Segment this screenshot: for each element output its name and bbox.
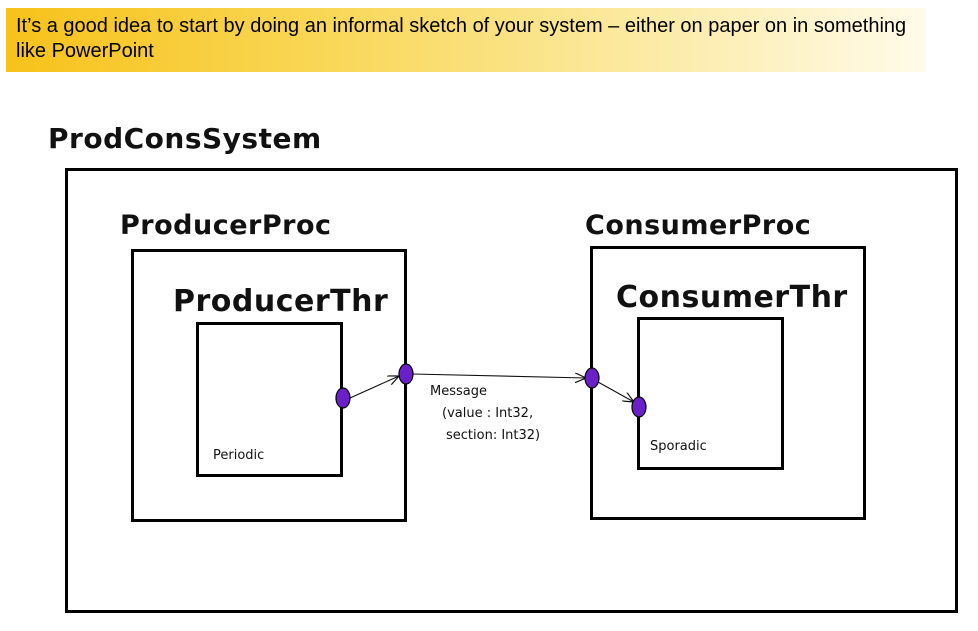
connection-label-section: section: Int32) — [446, 428, 541, 443]
system-label: ProdConsSystem — [48, 122, 322, 155]
consumer-process-in-port[interactable] — [584, 367, 600, 389]
message-connection — [411, 374, 586, 378]
system-box — [65, 168, 958, 613]
consumer-internal-connection — [597, 381, 634, 402]
consumer-thread-in-port[interactable] — [631, 396, 647, 418]
producer-process-label: ProducerProc — [120, 210, 332, 241]
producer-thread-type: Periodic — [213, 448, 265, 463]
producer-process-out-port[interactable] — [398, 363, 414, 385]
instruction-text: It’s a good idea to start by doing an in… — [16, 15, 907, 62]
producer-thread-out-port[interactable] — [335, 387, 351, 409]
instruction-banner: It’s a good idea to start by doing an in… — [6, 8, 926, 72]
producer-process-box — [131, 249, 407, 522]
consumer-thread-box — [637, 317, 784, 470]
consumer-thread-type: Sporadic — [650, 439, 707, 454]
consumer-process-label: ConsumerProc — [585, 210, 812, 241]
producer-thread-label: ProducerThr — [173, 284, 389, 319]
consumer-thread-label: ConsumerThr — [616, 280, 848, 315]
connection-label-value: (value : Int32, — [442, 406, 534, 421]
producer-internal-connection — [349, 376, 399, 399]
connection-label-name: Message — [430, 384, 487, 399]
